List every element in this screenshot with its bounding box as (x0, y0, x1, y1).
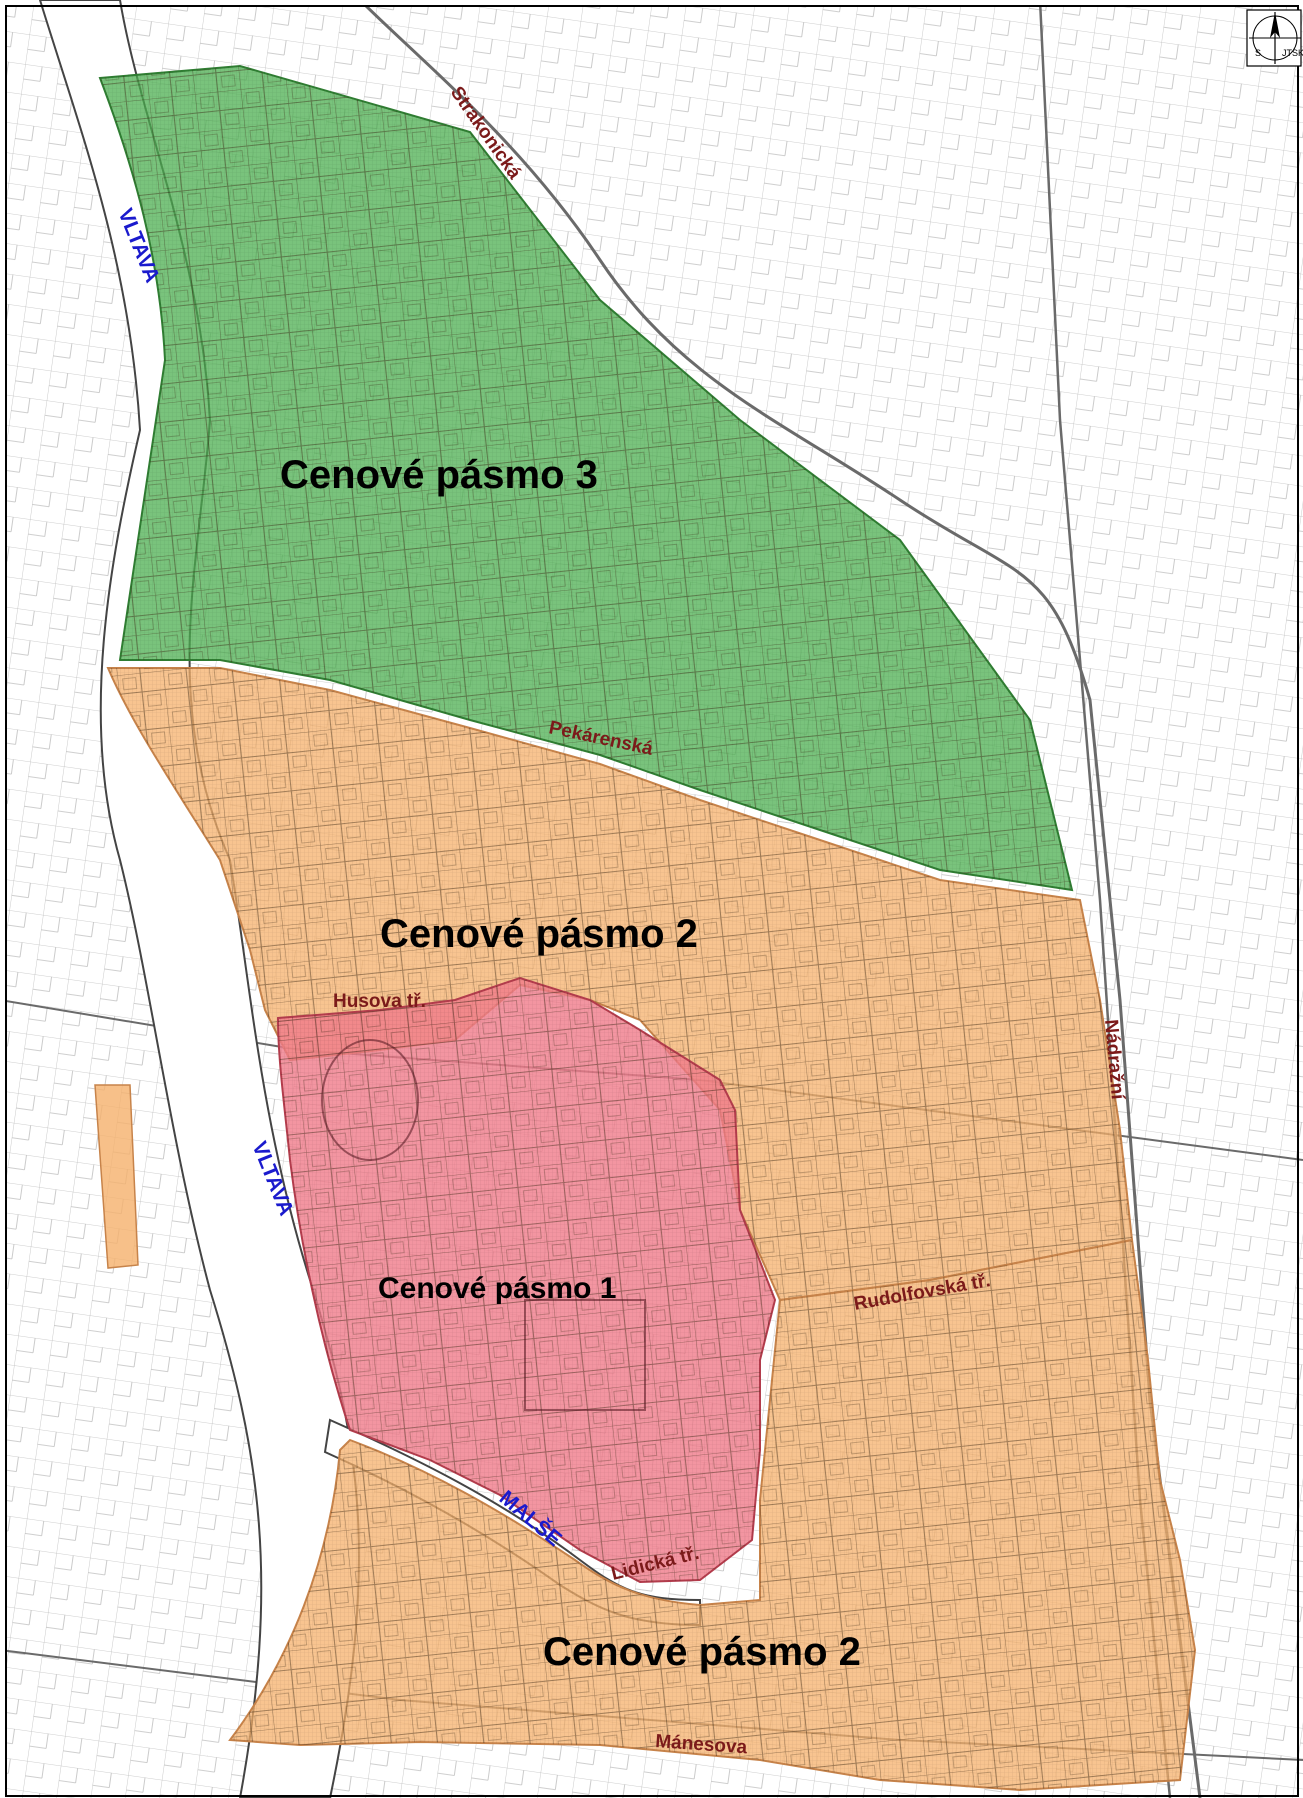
zone-2-west-strip[interactable] (94, 1084, 139, 1269)
zone-2-south-label: Cenové pásmo 2 (543, 1630, 861, 1674)
zone-2-north-label: Cenové pásmo 2 (380, 912, 698, 956)
stadium-outline (321, 1039, 419, 1161)
zone-1-label: Cenové pásmo 1 (378, 1272, 616, 1305)
zone-3-area[interactable] (98, 64, 1074, 892)
compass-jtsk-label: JTSK (1282, 48, 1303, 58)
zone-3-label: Cenové pásmo 3 (280, 453, 598, 497)
street-label-husova: Husova tř. (333, 991, 426, 1012)
map-frame (5, 5, 1299, 1797)
zone-1-area[interactable] (276, 976, 777, 1584)
zone-2-south-area[interactable] (228, 1238, 1197, 1792)
compass-rose: S JTSK (1246, 9, 1303, 67)
main-square-outline (524, 1299, 646, 1411)
zone-2-north-area[interactable] (106, 667, 1134, 1302)
compass-s-label: S (1255, 48, 1261, 58)
